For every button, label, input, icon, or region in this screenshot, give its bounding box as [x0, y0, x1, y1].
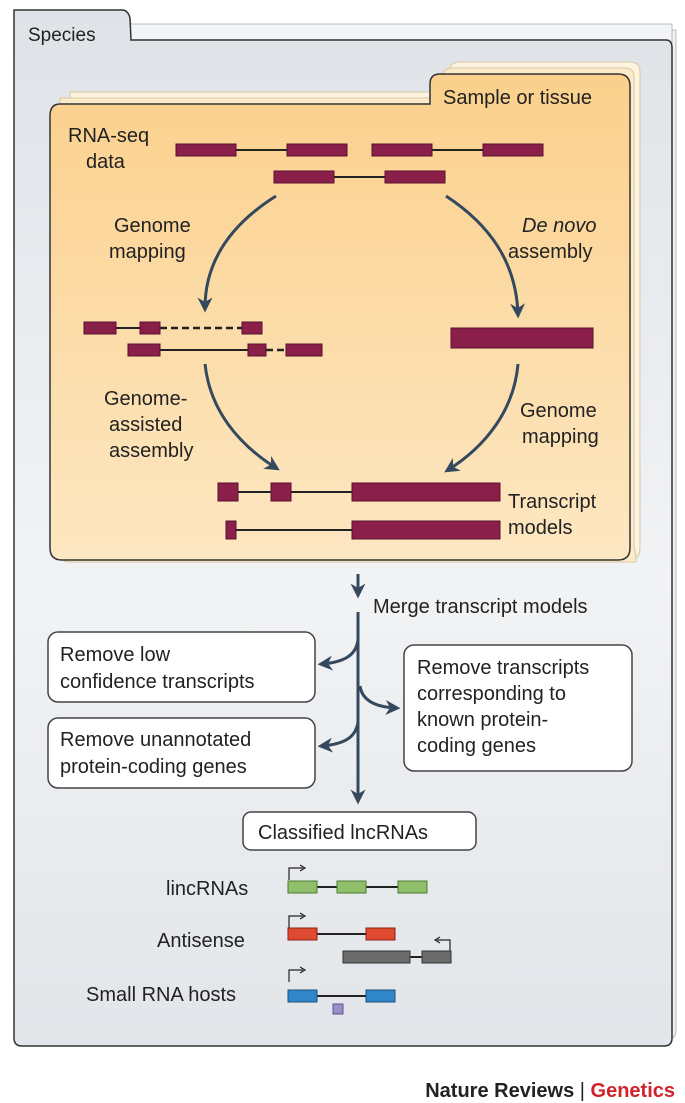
classified-lncrnas-box	[242, 811, 477, 851]
remove-unannotated-box	[47, 717, 316, 789]
read-exon	[286, 143, 348, 157]
rnaseq-label-line1: RNA-seq	[68, 125, 149, 147]
remove-unannotated-line2: protein-coding genes	[60, 756, 247, 778]
remove-known-line2: corresponding to	[417, 683, 566, 705]
merge-label: Merge transcript models	[373, 596, 588, 618]
de-novo-transcript	[450, 327, 594, 349]
rnaseq-data: RNA-seq data	[68, 125, 544, 184]
transcript-models	[217, 482, 501, 540]
read-exon	[273, 170, 335, 184]
genome-assisted-line2: assisted	[109, 414, 182, 436]
species-label: Species	[28, 25, 96, 46]
antisense-gene-model	[287, 912, 452, 964]
genome-mapping-right-line2: mapping	[522, 426, 599, 448]
remove-known-coding-box	[403, 644, 633, 772]
lincrna-gene-model	[287, 864, 428, 894]
remove-low-conf-line1: Remove low	[60, 644, 171, 666]
genome-assisted-line3: assembly	[109, 440, 193, 462]
brand-section: Genetics	[591, 1080, 675, 1102]
small-rna	[332, 1003, 344, 1015]
read-exon	[384, 170, 446, 184]
de-novo-label-line1: De novo	[522, 215, 597, 237]
classified-label: Classified lncRNAs	[258, 822, 428, 844]
brand-separator: |	[574, 1080, 590, 1102]
sample-label: Sample or tissue	[443, 87, 592, 109]
class-small-rna-hosts-label: Small RNA hosts	[86, 984, 236, 1006]
de-novo-label-line2: assembly	[508, 241, 592, 263]
read-exon	[371, 143, 433, 157]
genome-assisted-line1: Genome-	[104, 388, 187, 410]
genome-mapping-left-line1: Genome	[114, 215, 191, 237]
brand-journal: Nature Reviews	[425, 1080, 574, 1102]
genome-mapping-left-line2: mapping	[109, 241, 186, 263]
read-exon	[175, 143, 237, 157]
remove-known-line1: Remove transcripts	[417, 657, 589, 679]
read-exon	[482, 143, 544, 157]
transcript-models-line2: models	[508, 517, 572, 539]
filter-flow	[317, 574, 401, 805]
mapped-reads	[83, 321, 323, 357]
remove-low-conf-line2: confidence transcripts	[60, 671, 255, 693]
class-lincrnas-label: lincRNAs	[166, 878, 248, 900]
small-rna-host-model	[287, 966, 396, 1015]
cycle-arrows	[197, 194, 526, 473]
remove-known-line3: known protein-	[417, 709, 548, 731]
remove-known-line4: coding genes	[417, 735, 536, 757]
remove-unannotated-line1: Remove unannotated	[60, 729, 251, 751]
brand-credit: Nature Reviews | Genetics	[425, 1080, 675, 1102]
transcript-models-line1: Transcript	[508, 491, 597, 513]
remove-low-confidence-box	[47, 631, 316, 703]
genome-mapping-right-line1: Genome	[520, 400, 597, 422]
rnaseq-label-line2: data	[86, 151, 126, 173]
class-antisense-label: Antisense	[157, 930, 245, 952]
